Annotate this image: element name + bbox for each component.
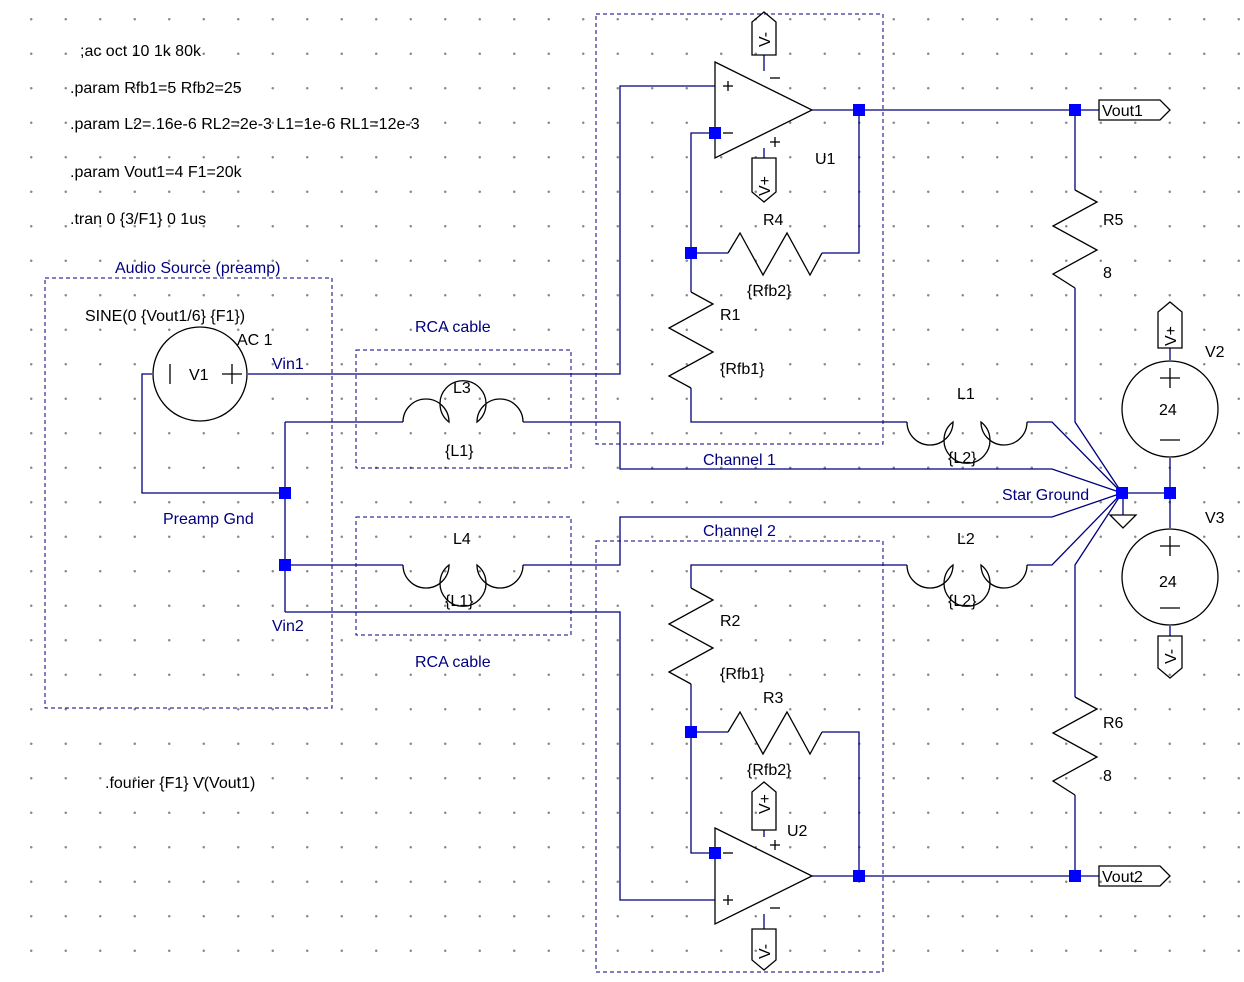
channel1-amp-box xyxy=(595,13,884,445)
port-label-vout1: Vout1 xyxy=(1102,103,1143,120)
directive-param-vout[interactable]: .param Vout1=4 F1=20k xyxy=(70,164,243,181)
r1-name: R1 xyxy=(720,307,741,324)
port-label-vout2: Vout2 xyxy=(1102,869,1143,886)
l4-value: {L1} xyxy=(445,593,474,610)
u2-name: U2 xyxy=(787,823,808,840)
directive-param-l[interactable]: .param L2=.16e-6 RL2=2e-3 L1=1e-6 RL1=12… xyxy=(70,116,420,133)
l4-name: L4 xyxy=(453,531,471,548)
supply-flag-u1-top[interactable] xyxy=(751,11,777,56)
directive-ac[interactable]: ;ac oct 10 1k 80k xyxy=(80,43,202,60)
r1-value: {Rfb1} xyxy=(720,361,765,378)
rca-cable-box-bottom xyxy=(355,516,572,636)
supply-label-u2-bottom: V- xyxy=(757,944,774,959)
v1-value: SINE(0 {Vout1/6} {F1}) xyxy=(85,308,245,325)
directive-tran[interactable]: .tran 0 {3/F1} 0 1us xyxy=(70,211,206,228)
rca-cable-box-top xyxy=(355,349,572,469)
resistor-r2[interactable] xyxy=(667,587,715,685)
opamp-u1[interactable] xyxy=(714,60,814,160)
port-flag-vout1[interactable] xyxy=(1098,99,1171,121)
r6-value: 8 xyxy=(1103,768,1112,785)
resistor-r3[interactable] xyxy=(727,710,823,756)
supply-label-u2-top: V+ xyxy=(757,794,774,814)
rca-cable-label-top: RCA cable xyxy=(415,319,491,336)
wires xyxy=(141,55,1171,929)
inductor-l3[interactable] xyxy=(402,380,524,424)
r3-value: {Rfb2} xyxy=(747,762,792,779)
rca-cable-label-bottom: RCA cable xyxy=(415,654,491,671)
directive-fourier[interactable]: .fourier {F1} V(Vout1) xyxy=(105,775,255,792)
r2-name: R2 xyxy=(720,613,741,630)
audio-source-box xyxy=(44,277,333,709)
v1-ac: AC 1 xyxy=(237,332,273,349)
port-flag-vout2[interactable] xyxy=(1098,865,1171,887)
v2-name: V2 xyxy=(1205,344,1225,361)
v2-value: 24 xyxy=(1159,402,1177,419)
l3-value: {L1} xyxy=(445,443,474,460)
r4-value: {Rfb2} xyxy=(747,283,792,300)
supply-label-u1-top: V- xyxy=(757,32,774,47)
v1-name: V1 xyxy=(189,367,209,384)
supply-flag-u2-bottom[interactable] xyxy=(751,928,777,971)
directive-param-rfb[interactable]: .param Rfb1=5 Rfb2=25 xyxy=(70,80,242,97)
r3-name: R3 xyxy=(763,690,784,707)
l2-name: L2 xyxy=(957,531,975,548)
voltage-source-v2[interactable] xyxy=(1121,360,1219,458)
l1-value: {L2} xyxy=(948,450,977,467)
net-label-vin2: Vin2 xyxy=(272,618,304,635)
v3-name: V3 xyxy=(1205,510,1225,527)
inductor-l4[interactable] xyxy=(402,563,524,607)
resistor-r1[interactable] xyxy=(667,291,715,389)
r4-name: R4 xyxy=(763,212,784,229)
supply-label-v2: V+ xyxy=(1163,326,1180,346)
net-label-star-ground: Star Ground xyxy=(1002,487,1089,504)
l1-name: L1 xyxy=(957,386,975,403)
net-label-channel2: Channel 2 xyxy=(703,523,776,540)
r5-name: R5 xyxy=(1103,212,1124,229)
resistor-r5[interactable] xyxy=(1051,189,1099,289)
r6-name: R6 xyxy=(1103,715,1124,732)
resistor-r4[interactable] xyxy=(727,231,823,277)
inductor-l2[interactable] xyxy=(906,563,1028,607)
resistor-r6[interactable] xyxy=(1051,696,1099,796)
v3-value: 24 xyxy=(1159,574,1177,591)
supply-flag-u2-top[interactable] xyxy=(751,781,777,831)
supply-flag-v2[interactable] xyxy=(1157,301,1183,349)
ground-icon xyxy=(1108,514,1138,529)
supply-flag-u1-bottom[interactable] xyxy=(751,157,777,203)
u1-name: U1 xyxy=(815,151,836,168)
channel2-amp-box xyxy=(595,540,884,973)
net-label-preamp-gnd: Preamp Gnd xyxy=(163,511,254,528)
inductor-l1[interactable] xyxy=(906,420,1028,464)
r5-value: 8 xyxy=(1103,265,1112,282)
supply-label-v3: V- xyxy=(1163,649,1180,664)
net-label-vin1: Vin1 xyxy=(272,356,304,373)
net-label-channel1: Channel 1 xyxy=(703,452,776,469)
junctions xyxy=(279,104,1176,882)
opamp-u2[interactable] xyxy=(714,826,814,926)
voltage-source-v3[interactable] xyxy=(1121,528,1219,626)
supply-flag-v3[interactable] xyxy=(1157,635,1183,679)
supply-label-u1-bottom: V+ xyxy=(757,176,774,196)
r2-value: {Rfb1} xyxy=(720,666,765,683)
l2-value: {L2} xyxy=(948,593,977,610)
audio-source-label: Audio Source (preamp) xyxy=(115,260,280,277)
voltage-source-v1[interactable] xyxy=(152,326,248,422)
l3-name: L3 xyxy=(453,380,471,397)
